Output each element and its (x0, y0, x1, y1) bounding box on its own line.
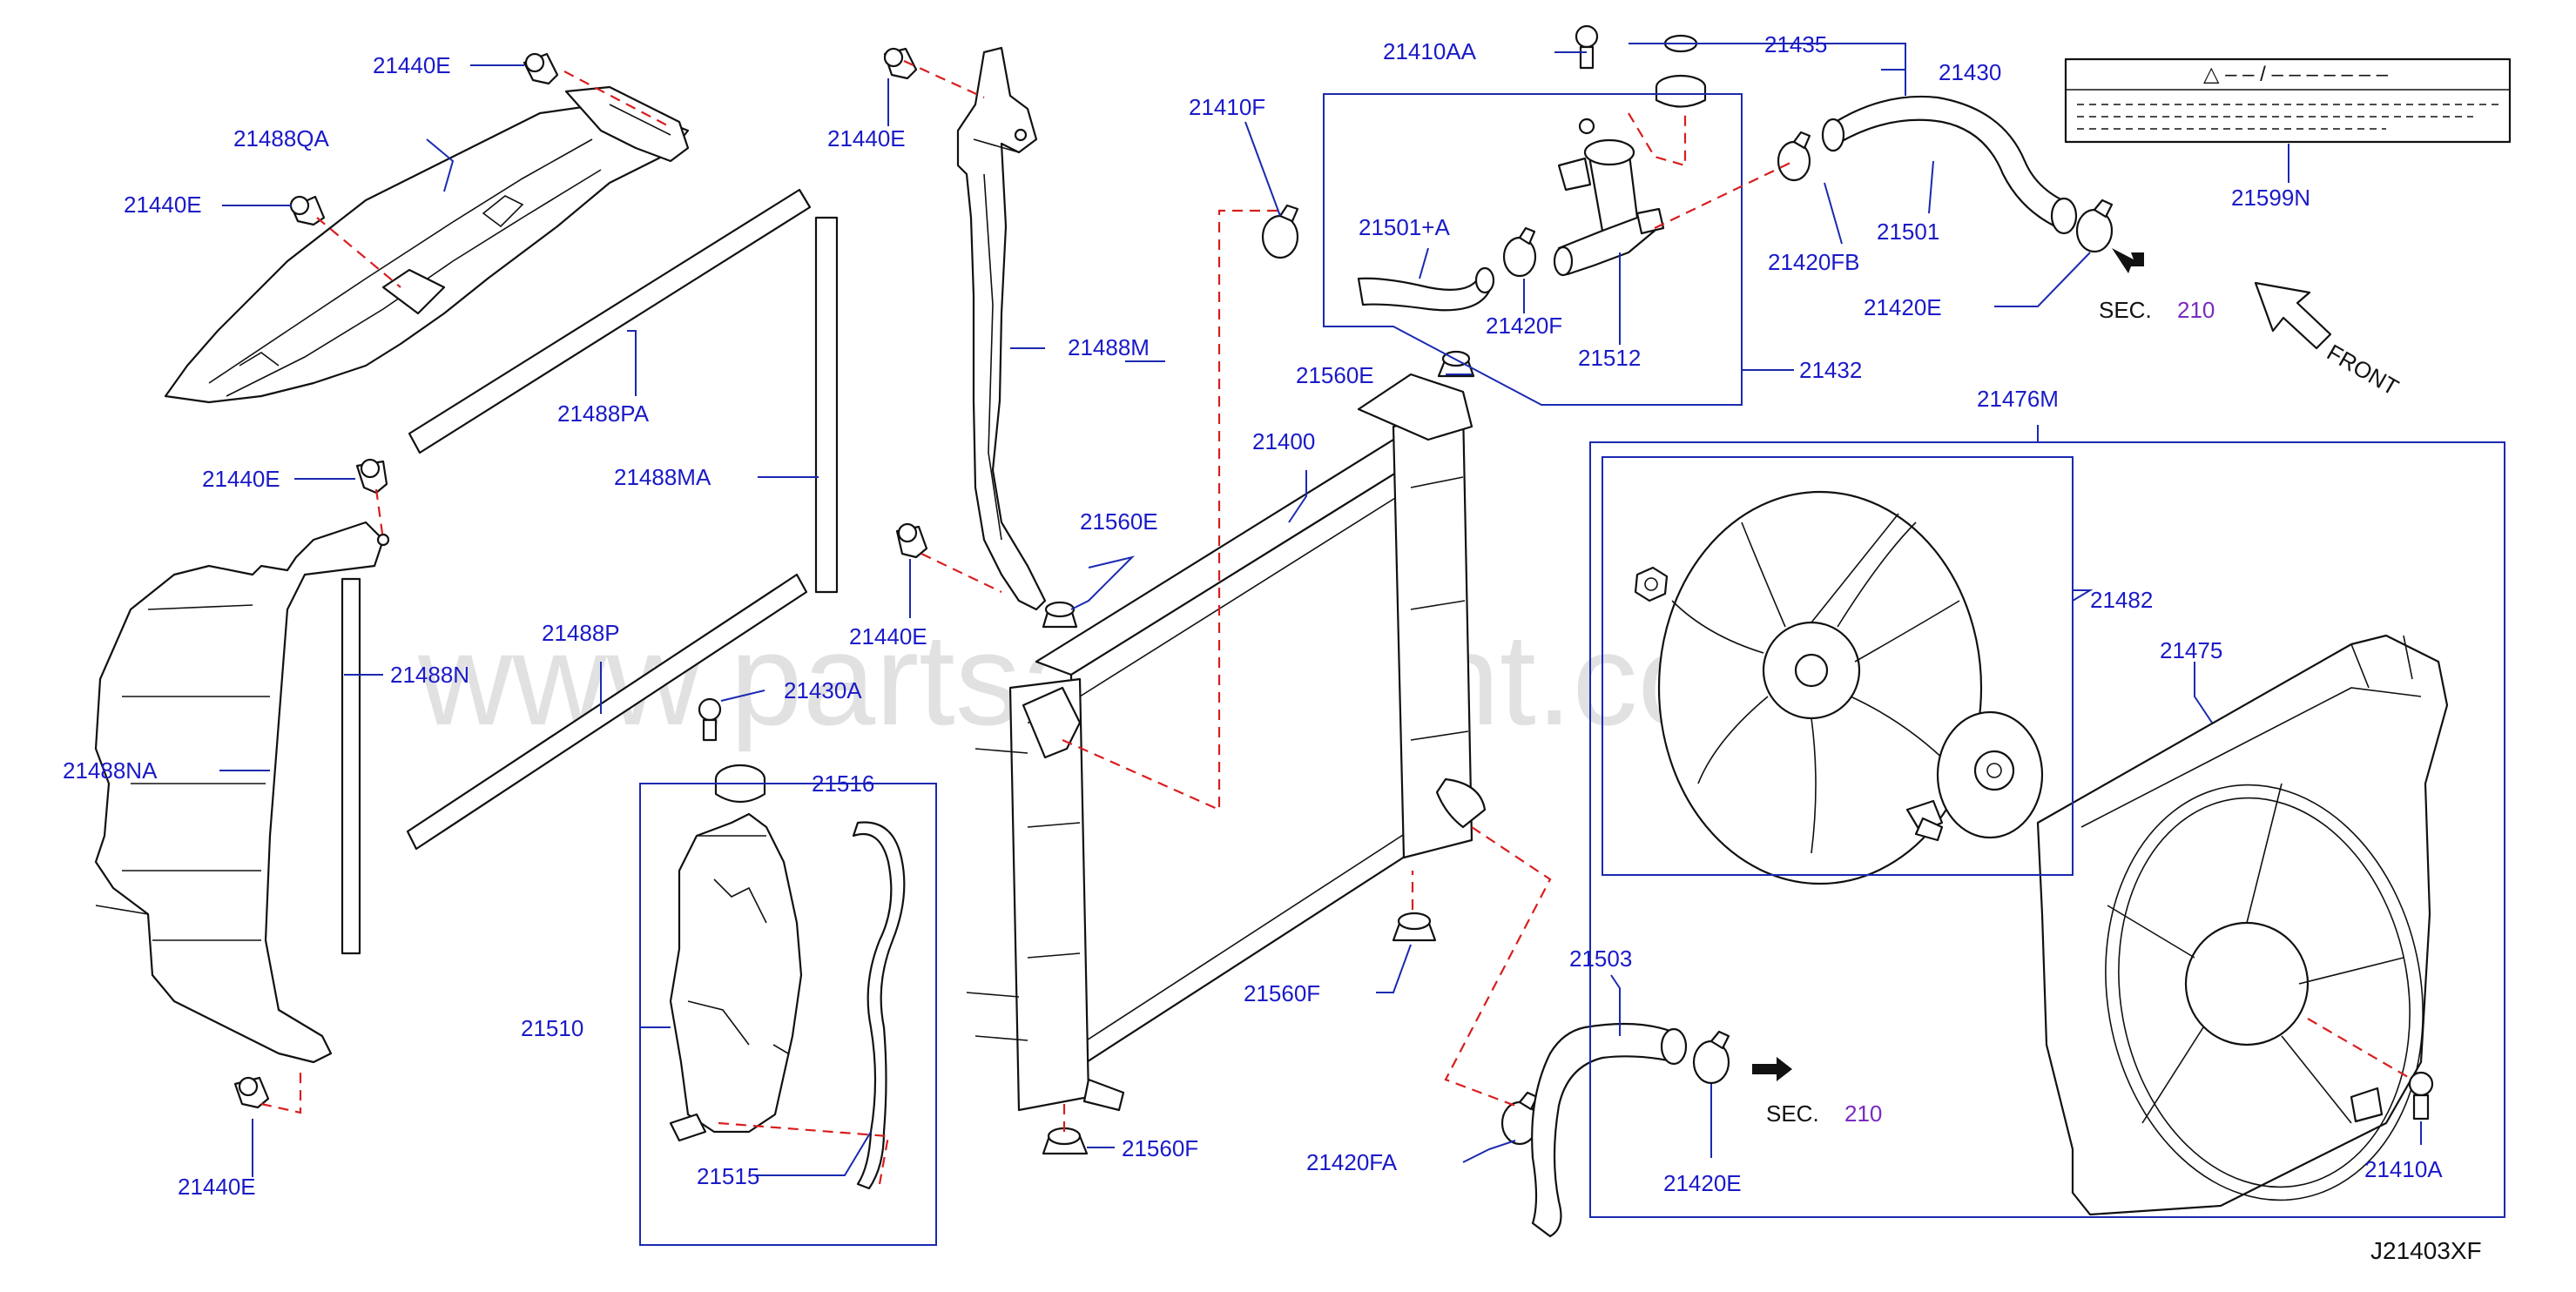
callout-21560E-a: 21560E (1080, 508, 1158, 535)
callout-21420E-b: 21420E (1663, 1170, 1742, 1196)
callout-21440E-b: 21440E (124, 192, 202, 218)
callout-21560F-b: 21560F (1244, 980, 1320, 1006)
label-sheet-line1: △ – – / – – – – – – – (2203, 63, 2389, 86)
callout-21488QA: 21488QA (233, 125, 330, 151)
seal-21488P (406, 573, 808, 851)
fan-nut (1634, 566, 1669, 602)
callout-21410AA: 21410AA (1383, 38, 1477, 64)
clip-21440E-b (289, 195, 326, 226)
hose-21501A (1357, 266, 1495, 312)
flow-arrow-upper (2112, 248, 2144, 273)
callout-21488NA: 21488NA (63, 757, 158, 784)
callout-21599N: 21599N (2231, 185, 2310, 211)
callout-21440E-f: 21440E (178, 1174, 256, 1200)
callout-21420FA: 21420FA (1306, 1149, 1398, 1175)
callout-21435: 21435 (1764, 31, 1827, 57)
callout-21475: 21475 (2160, 637, 2222, 663)
box-21432 (1323, 93, 1743, 406)
upper-hose-21501 (1821, 95, 2078, 235)
diagram-code: J21403XF (2370, 1237, 2482, 1264)
reservoir-hose-21515 (852, 821, 906, 1190)
callout-21488PA: 21488PA (557, 400, 650, 427)
bolt-21410AA (1575, 24, 1599, 70)
air-guide-side-21488M (956, 46, 1047, 611)
callout-21440E-c: 21440E (827, 125, 906, 151)
callout-21488N: 21488N (390, 662, 469, 688)
sec-ref-lower-number: 210 (1844, 1100, 1882, 1127)
callout-21432: 21432 (1799, 357, 1862, 383)
callout-21512: 21512 (1578, 345, 1641, 371)
clamp-21420F (1502, 226, 1537, 278)
callout-21440E-d: 21440E (202, 466, 280, 492)
bolt-21410A (2408, 1071, 2434, 1120)
callout-21440E-e: 21440E (849, 623, 927, 649)
callout-21420E-a: 21420E (1864, 294, 1942, 320)
sec-ref-upper-number: 210 (2177, 297, 2215, 323)
clamp-21410F (1261, 204, 1299, 259)
clip-21440E-e (895, 522, 928, 559)
clip-21440E-d (355, 458, 388, 495)
callout-21488MA: 21488MA (614, 464, 711, 490)
front-arrow-icon (2254, 281, 2332, 350)
callout-21410A: 21410A (2364, 1156, 2443, 1182)
fan-blade-21482 (1657, 490, 1983, 885)
alignment-lines (260, 59, 2413, 1185)
label-sheet-21599N: △ – – / – – – – – – – (2064, 57, 2512, 144)
callout-21510: 21510 (521, 1015, 583, 1041)
reservoir-cap-21516 (714, 764, 766, 804)
flow-arrow-lower (1752, 1057, 1792, 1081)
fan-shroud-21475 (2036, 634, 2449, 1216)
callout-21560E-b: 21560E (1296, 362, 1374, 388)
callout-21501: 21501 (1877, 219, 1939, 245)
mount-21560F-right (1392, 912, 1437, 942)
clip-21440E-a (523, 52, 559, 85)
fan-motor (1905, 710, 2044, 842)
seal-21488N (341, 577, 361, 955)
clip-21440E-f (233, 1076, 270, 1109)
callout-21410F: 21410F (1189, 94, 1265, 120)
mount-21560F-bottom (1042, 1127, 1089, 1155)
thermostat-housing-21512 (1553, 118, 1665, 277)
air-guide-lower-21488NA (94, 521, 390, 1064)
radiator-cap-21430 (1655, 74, 1707, 108)
lower-hose-21503 (1531, 1022, 1688, 1238)
seal-21488PA (408, 188, 812, 454)
sec-ref-upper-prefix: SEC. (2099, 297, 2152, 323)
callout-21503: 21503 (1569, 945, 1632, 972)
air-guide-upper-21488QA (164, 85, 690, 404)
callout-21420F: 21420F (1486, 313, 1562, 339)
mount-21560E-upper (1042, 601, 1078, 629)
clamp-21420E-lower (1692, 1030, 1730, 1085)
bolt-21430A (698, 697, 722, 742)
clamp-21420E-upper (2075, 199, 2114, 253)
callout-21488M: 21488M (1068, 334, 1150, 360)
callout-21476M: 21476M (1977, 386, 2059, 412)
seal-21488MA (814, 216, 839, 594)
callout-21430A: 21430A (784, 677, 862, 703)
reservoir-tank-21510 (669, 812, 803, 1142)
callout-21501A: 21501+A (1359, 214, 1450, 240)
mount-21560E-top (1437, 350, 1475, 378)
callout-21516: 21516 (812, 770, 874, 797)
callout-21488P: 21488P (542, 620, 620, 646)
callout-21420FB: 21420FB (1768, 249, 1860, 275)
clamp-21420FB (1777, 131, 1811, 182)
box-21482 (1602, 456, 2074, 876)
radiator-21400 (966, 373, 1487, 1112)
callout-21515: 21515 (697, 1163, 759, 1189)
callout-21560F-a: 21560F (1122, 1135, 1198, 1161)
callout-21482: 21482 (2090, 587, 2153, 613)
callout-21400: 21400 (1252, 428, 1315, 454)
sec-ref-lower-prefix: SEC. (1766, 1100, 1819, 1127)
box-21476M (1589, 441, 2505, 1218)
leader-lines (219, 43, 2422, 1177)
clip-21440E-c (883, 47, 918, 80)
callout-21430: 21430 (1939, 59, 2001, 85)
callout-21440E-a: 21440E (373, 52, 451, 78)
front-label: FRONT (2323, 339, 2404, 400)
